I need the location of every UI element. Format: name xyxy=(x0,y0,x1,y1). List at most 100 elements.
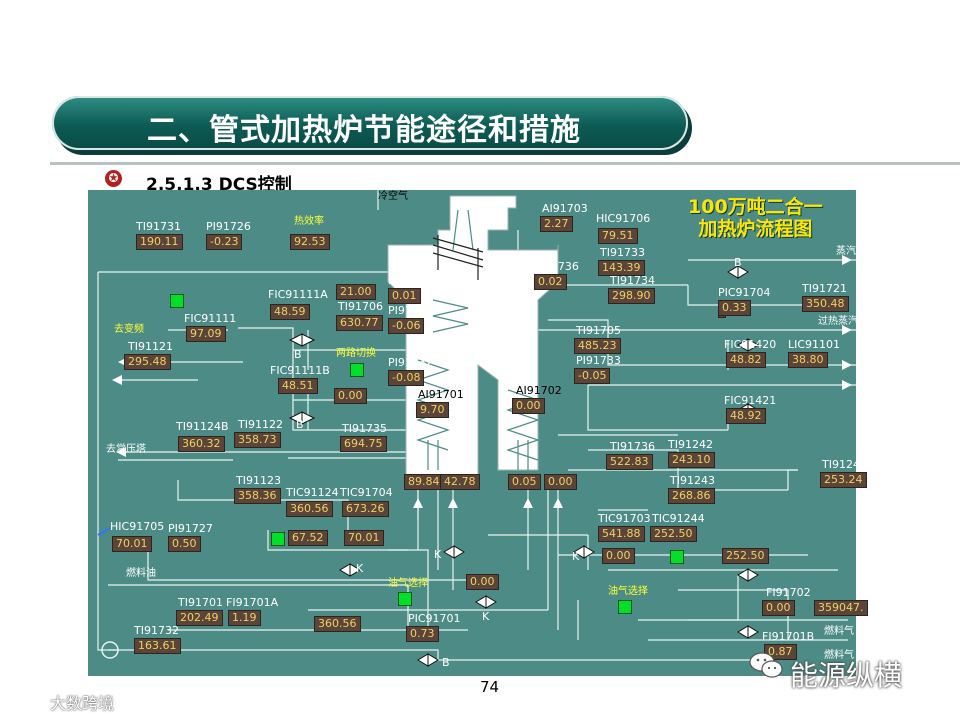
tag-label: PI91732 xyxy=(388,356,433,369)
loose-value: 252.50 xyxy=(722,548,769,564)
valve-letter: B xyxy=(734,256,742,269)
tag-label: TIC91124 xyxy=(286,486,339,499)
tag-label: TI91733 xyxy=(600,246,645,259)
status-indicator xyxy=(271,532,285,546)
tag-label: TI91721 xyxy=(802,282,847,295)
tag-value: 0.87 xyxy=(764,644,797,660)
tag-value: 143.39 xyxy=(598,260,645,276)
watermark-text: 能源纵横 xyxy=(790,659,903,692)
tag-value: 0.50 xyxy=(168,536,201,552)
tag-label: PI91726 xyxy=(206,220,251,233)
tag-label: TI91734 xyxy=(610,274,655,287)
tag-label: FI91701A xyxy=(226,596,279,609)
tag-value: -0.08 xyxy=(388,370,425,386)
tag-value: -0.05 xyxy=(574,368,611,384)
tag-label: PI91735 xyxy=(388,304,433,317)
tag-value: 70.01 xyxy=(112,536,152,552)
valve-letter: K xyxy=(434,548,442,561)
diagram-title: 100万吨二合一 加热炉流程图 xyxy=(688,196,823,240)
two-way-switch-label: 两路切换 xyxy=(336,348,376,359)
loose-value: 42.78 xyxy=(440,474,480,490)
tag-label: FIC91111A xyxy=(268,288,328,301)
tag-value: 48.59 xyxy=(270,304,310,320)
loose-value: 0.00 xyxy=(544,474,577,490)
fuel-oil-label: 燃料油 xyxy=(126,568,156,579)
valve-letter: K xyxy=(572,550,580,563)
tag-label: LIC91101 xyxy=(788,338,841,351)
tag-value: 243.10 xyxy=(668,452,715,468)
tag-value: 360.56 xyxy=(286,501,333,517)
tag-value: 298.90 xyxy=(608,288,655,304)
tag-label: TI91242 xyxy=(668,438,713,451)
loose-value: 360.56 xyxy=(314,616,361,632)
tag-value: 541.88 xyxy=(598,526,645,542)
tag-value: 163.61 xyxy=(134,638,181,654)
tag-label: TI91701 xyxy=(178,596,223,609)
loose-value: 0.00 xyxy=(602,548,635,564)
tag-label: TI91731 xyxy=(136,220,181,233)
tag-label: FI91701B xyxy=(762,630,815,643)
to-converter-label: 去变频 xyxy=(114,324,144,335)
tag-value: 97.09 xyxy=(186,326,226,342)
tag-label: PIC91701 xyxy=(408,612,461,625)
tag-label: TI91736 xyxy=(610,440,655,453)
tag-value: 268.86 xyxy=(668,488,715,504)
title-banner: 二、管式加热炉节能途径和措施 xyxy=(52,96,688,150)
superheated-steam-label: 过热蒸汽 xyxy=(818,316,858,327)
tag-value: -0.06 xyxy=(388,318,425,334)
status-indicator xyxy=(398,592,412,606)
tag-value: 48.92 xyxy=(726,408,766,424)
status-indicator xyxy=(618,600,632,614)
tag-value: 694.75 xyxy=(340,436,387,452)
tag-label: PI91736 xyxy=(534,260,579,273)
tag-label: FIC91420 xyxy=(724,338,777,351)
page-number: 74 xyxy=(480,678,500,696)
tag-label: PI91733 xyxy=(576,354,621,367)
tag-label: HIC91705 xyxy=(110,520,165,533)
tag-label: FIC91421 xyxy=(724,394,777,407)
furnace-flow-diagram: 100万吨二合一 加热炉流程图 冷空气 TI91731 190.11 PI917… xyxy=(88,190,868,676)
status-indicator xyxy=(670,550,684,564)
tag-label: TIC91704 xyxy=(340,486,393,499)
tag-value: 202.49 xyxy=(176,610,223,626)
tag-label: TI91732 xyxy=(134,624,179,637)
tag-label: PIC91704 xyxy=(718,286,771,299)
valve-letter: K xyxy=(356,562,364,575)
tag-value: 485.23 xyxy=(574,338,621,354)
valve-letter: B xyxy=(296,418,304,431)
tag-value: 253.24 xyxy=(820,472,867,488)
steam-label: 蒸汽 xyxy=(836,246,856,257)
tag-value: 673.26 xyxy=(342,501,389,517)
tag-value: 2.27 xyxy=(540,216,573,232)
oil-gas-select-label: 油气选择 xyxy=(388,578,428,589)
tag-value: 360.32 xyxy=(178,436,225,452)
fuel-gas-label: 燃料气 xyxy=(824,626,854,637)
tag-value: 0.73 xyxy=(406,626,439,642)
tag-label: PI91737 xyxy=(388,274,433,287)
tag-label: PI91727 xyxy=(168,522,213,535)
tag-label: TI91121 xyxy=(128,340,173,353)
tag-value: 79.51 xyxy=(598,228,638,244)
tag-value: 252.50 xyxy=(650,526,697,542)
to-atm-tower-label: 去常压塔 xyxy=(106,444,146,455)
tag-label: TI91122 xyxy=(238,418,283,431)
cold-air-label: 冷空气 xyxy=(378,191,408,202)
tag-label: AI91702 xyxy=(516,384,562,397)
tag-label: TI91124B xyxy=(176,420,229,433)
status-indicator xyxy=(350,363,364,377)
tag-value: 38.80 xyxy=(788,352,828,368)
tag-value: 1.19 xyxy=(228,610,261,626)
loose-value: 21.00 xyxy=(336,284,376,300)
tag-value: 48.82 xyxy=(726,352,766,368)
diagram-title-line1: 100万吨二合一 xyxy=(688,196,823,218)
valve-letter: B xyxy=(294,348,302,361)
tag-label: TIC91244 xyxy=(652,512,705,525)
tag-value: 190.11 xyxy=(136,234,183,250)
tag-value: 0.00 xyxy=(762,600,795,616)
oil-gas-select-label-2: 油气选择 xyxy=(608,586,648,597)
tag-label: TI91244 xyxy=(822,458,867,471)
tag-value: 295.48 xyxy=(124,354,171,370)
tag-value: 350.48 xyxy=(802,296,849,312)
tag-value: 630.77 xyxy=(336,315,383,331)
fuel-gas-label-2: 燃料气 xyxy=(824,650,854,661)
